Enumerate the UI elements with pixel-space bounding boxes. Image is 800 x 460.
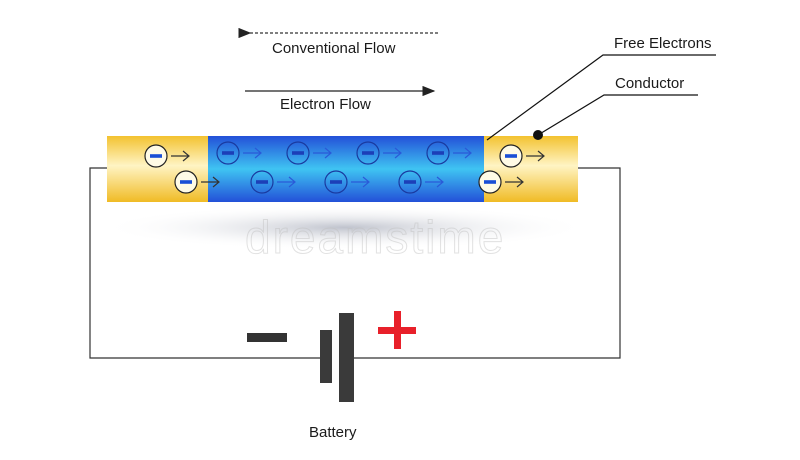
battery-label: Battery (309, 424, 357, 441)
right-arrow-icon (243, 147, 262, 159)
electron-minus-mark (330, 180, 342, 184)
right-arrow-icon (201, 176, 220, 188)
electron-icon (426, 141, 450, 165)
circuit-wire-right (354, 167, 621, 359)
right-arrow-icon (453, 147, 472, 159)
watermark: dreamstime (244, 211, 506, 264)
electron-minus-mark (484, 180, 496, 184)
electron-minus-mark (222, 151, 234, 155)
right-arrow-icon (277, 176, 296, 188)
right-arrow-icon (171, 150, 190, 162)
electron-minus-mark (432, 151, 444, 155)
electron-icon (356, 141, 380, 165)
circuit-wire-left (89, 167, 320, 359)
electron-minus-mark (256, 180, 268, 184)
electron-flow-label: Electron Flow (280, 96, 371, 113)
free-electrons-leader (486, 54, 716, 141)
conductor-right-segment (483, 136, 578, 202)
free-electrons-label: Free Electrons (614, 35, 712, 52)
conventional-flow-label: Conventional Flow (272, 40, 396, 57)
conductor-shadow (100, 205, 590, 250)
conductor-blue-core (208, 136, 484, 202)
electron-icon (286, 141, 310, 165)
electron-icon (324, 170, 348, 194)
conductor-leader (537, 94, 698, 136)
right-arrow-icon (383, 147, 402, 159)
right-arrow-icon (313, 147, 332, 159)
electron-icon (250, 170, 274, 194)
label-leader-lines (486, 54, 716, 141)
electron-minus-mark (362, 151, 374, 155)
battery-positive-plate (339, 313, 354, 402)
conductor-label: Conductor (615, 75, 685, 92)
right-arrow-icon (505, 176, 524, 188)
electron-minus-mark (180, 180, 192, 184)
plus-sign-icon-v (394, 311, 401, 349)
electron-minus-mark (292, 151, 304, 155)
electron-minus-mark (150, 154, 162, 158)
electron-icon (398, 170, 422, 194)
right-arrow-icon (425, 176, 444, 188)
minus-sign-icon (247, 333, 287, 342)
conductor-leader-dot (533, 130, 543, 140)
right-arrow-icon (351, 176, 370, 188)
electron-icon (216, 141, 240, 165)
battery-negative-plate (320, 330, 332, 383)
right-arrow-icon (526, 150, 545, 162)
electron-group (144, 141, 545, 194)
electron-minus-mark (404, 180, 416, 184)
electron-minus-mark (505, 154, 517, 158)
